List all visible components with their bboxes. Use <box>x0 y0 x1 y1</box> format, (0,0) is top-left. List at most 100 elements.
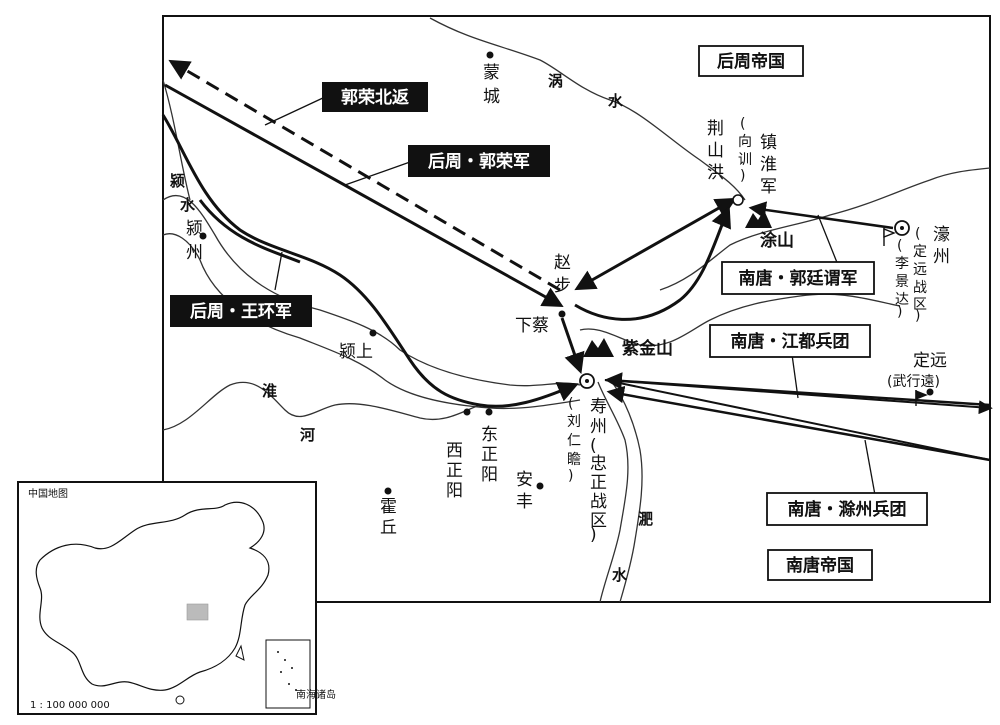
mengcheng-label-2: 城 <box>483 87 500 107</box>
china-inset-map: 中国地图 南海诸岛 1 : 100 000 000 <box>17 481 336 715</box>
xizhengyang-label-1: 正 <box>446 461 463 481</box>
place-labels: 蒙 城 颍 州 颍上 赵 步 下蔡 紫金山 寿 州 ( 忠 正 战 区 ) ( … <box>186 63 950 545</box>
tushan-mountain-icon <box>745 210 772 228</box>
haozhou-commander-2: 景 <box>895 274 909 290</box>
shouzhou-label-2: ( <box>590 436 597 456</box>
guo-river-label-2: 水 <box>608 92 624 110</box>
guo-tingwei-army-box: 南唐・郭廷谓军 <box>721 261 875 295</box>
haozhou-commander-3: 达 <box>895 292 909 308</box>
dongzhengyang-label-2: 阳 <box>481 465 498 485</box>
haozhou-commander-1: 李 <box>895 256 909 272</box>
shouzhou-label-4: 正 <box>590 473 607 493</box>
fei-river-label-1: 淝 <box>638 510 653 528</box>
zijinshan-label: 紫金山 <box>622 338 673 359</box>
anfeng-label-0: 安 <box>516 470 533 490</box>
tushan-label: 涂山 <box>760 230 794 251</box>
guo-tingwei-route <box>748 201 894 230</box>
wang-huan-leader <box>274 251 283 291</box>
haozhou-marker-center <box>900 226 904 230</box>
chuzhou-corps-label: 南唐・滁州兵团 <box>788 499 907 520</box>
dingyuan-label: 定远 <box>913 351 947 371</box>
shouzhou-label-0: 寿 <box>590 397 607 417</box>
label-leaders <box>264 96 876 496</box>
xizhengyang-dot <box>463 408 471 416</box>
haozhou-label-2: ( <box>915 226 920 242</box>
wang-huan-army-box: 后周・王环军 <box>170 295 312 327</box>
settlement-markers <box>199 51 934 495</box>
xiacai-shouzhou-route <box>560 317 585 374</box>
dingyuan-dot <box>926 388 934 396</box>
shouzhou-label-6: 区 <box>590 511 607 531</box>
chuzhou-leader <box>864 439 876 496</box>
zhenhuai-label-1: 淮 <box>760 155 777 175</box>
haozhou-label-0: 濠 <box>933 225 950 245</box>
jingshan-marker <box>732 194 744 206</box>
later-zhou-empire-box: 后周帝国 <box>698 45 804 77</box>
jingshanhong-label-2: 洪 <box>707 163 724 183</box>
china-outline <box>35 501 270 691</box>
mengcheng-dot <box>486 51 494 59</box>
haozhou-commander-0: ( <box>897 238 902 254</box>
guo-rong-route <box>164 83 564 308</box>
south-sea-islands <box>277 651 297 691</box>
haozhou-label-6: 区 <box>913 297 927 313</box>
ying-river-label-1: 颍 <box>169 172 185 190</box>
fei-river-label-2: 水 <box>612 566 628 584</box>
dongzhengyang-label-0: 东 <box>481 425 498 445</box>
shouzhou-marker-center <box>585 379 589 383</box>
hainan-island <box>175 695 185 705</box>
haozhou-label-4: 远 <box>913 262 927 278</box>
zhenhuai-commander-0: ( <box>740 116 745 132</box>
army-routes <box>161 59 993 462</box>
huai-river-lower <box>162 233 581 410</box>
anfeng-dot <box>536 482 544 490</box>
dingyuan-flag-icon <box>915 389 928 406</box>
guo-rong-return-box: 郭荣北返 <box>322 82 428 112</box>
river-labels: 涡 水 颍 水 淮 河 淝 水 <box>169 72 653 584</box>
shouzhou-label-5: 战 <box>590 492 607 512</box>
shouzhou-commander-3: 瞻 <box>567 451 581 468</box>
zhenhuai-label-0: 镇 <box>760 133 777 153</box>
inset-title: 中国地图 <box>28 487 68 500</box>
huai-river-label-2: 河 <box>300 426 315 444</box>
jingshanhong-label-1: 山 <box>707 141 724 161</box>
guo-river-label-1: 涡 <box>548 72 563 90</box>
guo-tingwei-leader <box>817 214 841 271</box>
guo-rong-army-leader <box>344 161 411 186</box>
zhenhuai-commander-1: 向 <box>738 134 752 150</box>
dongzhengyang-label-1: 正 <box>481 445 498 465</box>
haozhou-label-1: 州 <box>933 247 950 267</box>
zhenhuai-commander-2: 训 <box>738 152 752 168</box>
haozhou-commander-4: ) <box>897 304 902 320</box>
guo-rong-return-route <box>168 59 561 292</box>
huoqiu-label-1: 丘 <box>380 518 397 538</box>
dongzhengyang-dot <box>485 408 493 416</box>
zhenhuai-commander-3: ) <box>740 168 745 184</box>
dingyuan-commander-label: (武行遠) <box>887 374 940 390</box>
south-sea-label: 南海诸岛 <box>296 688 336 701</box>
jiangdu-corps-box: 南唐・江都兵团 <box>709 324 871 358</box>
guo-rong-return-label: 郭荣北返 <box>341 87 409 108</box>
guo-rong-army-label: 后周・郭荣军 <box>428 151 530 172</box>
zhaobu-label-1: 赵 <box>554 253 571 273</box>
wang-huan-route <box>161 114 579 408</box>
flag-icons <box>883 227 928 406</box>
chuzhou-corps-box: 南唐・滁州兵团 <box>766 492 928 526</box>
shouzhou-label-7: ) <box>590 525 597 545</box>
huoqiu-dot <box>384 487 392 495</box>
shouzhou-label-3: 忠 <box>590 454 607 474</box>
shouzhou-commander-4: ) <box>568 468 573 484</box>
anfeng-label-1: 丰 <box>516 492 533 512</box>
ying-river-label-2: 水 <box>180 196 196 214</box>
guo-rong-return-leader <box>264 96 326 126</box>
jiangdu-corps-label: 南唐・江都兵团 <box>731 331 850 352</box>
xizhengyang-label-0: 西 <box>446 441 463 461</box>
huai-river-upper <box>162 194 581 387</box>
shouzhou-label-1: 州 <box>590 417 607 437</box>
southern-tang-empire-label: 南唐帝国 <box>786 555 854 576</box>
mengcheng-label-1: 蒙 <box>483 63 500 83</box>
southern-tang-empire-box: 南唐帝国 <box>767 549 873 581</box>
zijinshan-mountain-icon <box>583 338 614 357</box>
haozhou-flag-icon <box>883 227 896 246</box>
